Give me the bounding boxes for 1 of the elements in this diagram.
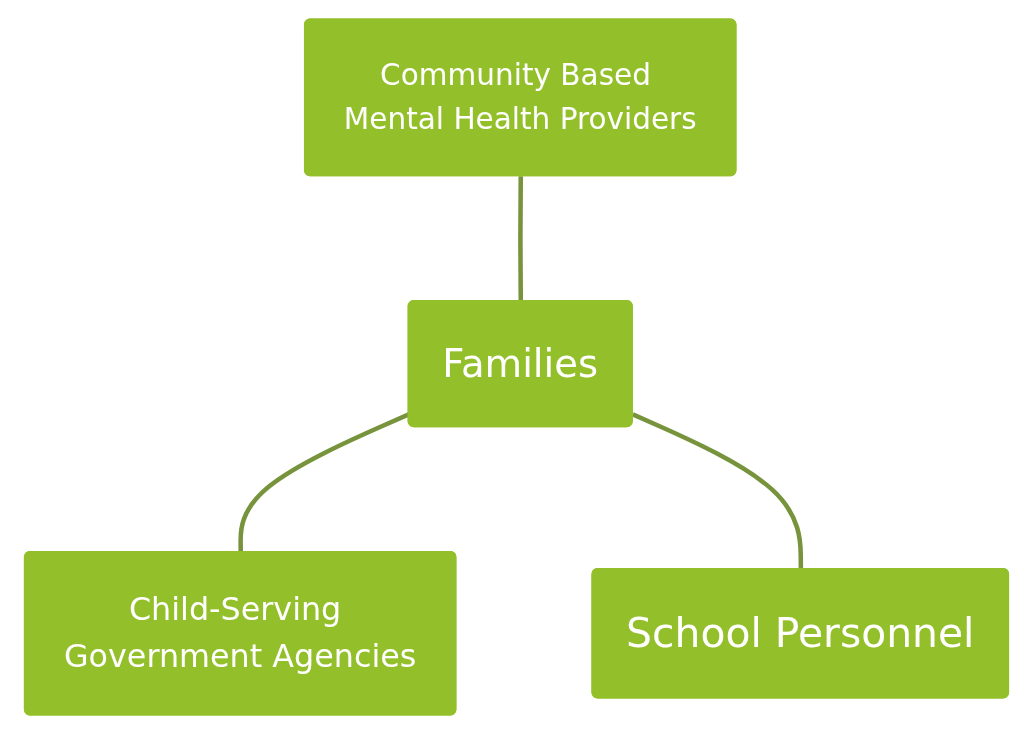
- connector: [518, 176, 524, 302]
